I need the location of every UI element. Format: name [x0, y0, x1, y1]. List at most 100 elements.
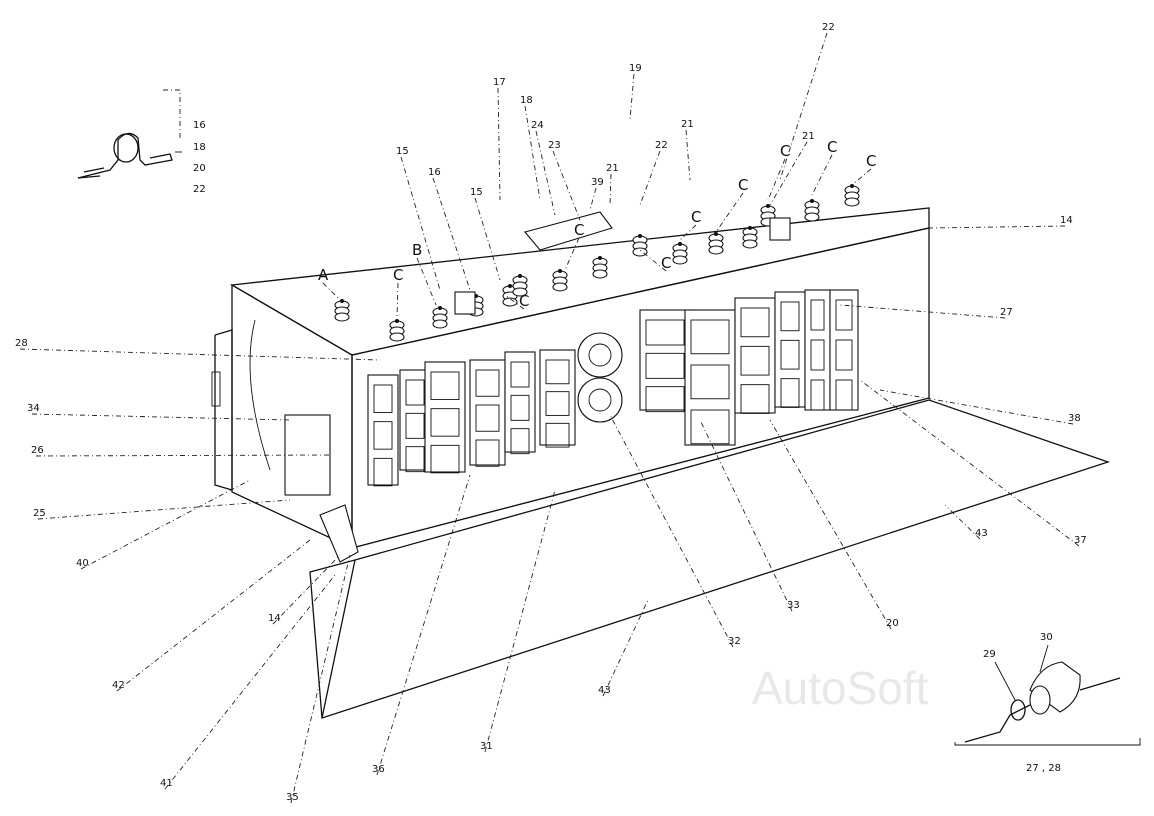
callout-label: 14 — [268, 613, 281, 624]
callout-label: C — [574, 221, 584, 239]
callout-label: 37 — [1074, 535, 1087, 546]
relay-module — [774, 291, 806, 408]
leader-line — [779, 32, 828, 181]
inset-label: 22 — [193, 184, 206, 195]
leader-line — [639, 150, 661, 206]
terminal-stud — [432, 306, 448, 329]
leader-line — [524, 105, 541, 201]
leader-line — [839, 304, 1006, 319]
watermark: AutoSoft — [752, 662, 929, 714]
leader-line — [715, 192, 744, 233]
leader-line — [879, 389, 1074, 425]
relay-module — [829, 289, 859, 411]
leader-line — [639, 249, 667, 272]
relay-module — [734, 297, 776, 414]
terminal-stud — [552, 269, 568, 292]
callout-label: 42 — [112, 680, 125, 691]
leader-line — [290, 554, 351, 804]
inset-connector: 29 30 27 , 28 — [954, 632, 1141, 774]
callout-label: 35 — [286, 792, 299, 803]
terminal-stud — [632, 234, 648, 257]
leader-line — [944, 504, 981, 540]
leader-line — [322, 282, 341, 301]
callout-label: 23 — [548, 140, 561, 151]
callout-label: C — [661, 254, 671, 272]
terminal-stud — [672, 242, 688, 265]
leader-line — [497, 87, 501, 201]
terminal-stud — [742, 226, 758, 249]
inset-label: 29 — [983, 649, 996, 660]
callout-label: 15 — [396, 146, 409, 157]
terminal-stud — [512, 274, 528, 297]
callout-label: 21 — [681, 119, 694, 130]
terminal-stud — [844, 184, 860, 207]
callout-label: 28 — [15, 338, 28, 349]
callout-label: 17 — [493, 77, 506, 88]
inset-label: 20 — [193, 163, 206, 174]
leader-line — [679, 224, 697, 241]
callout-label: C — [519, 292, 529, 310]
bracket — [524, 211, 613, 251]
leader-line — [416, 257, 437, 306]
inset-label: 16 — [193, 120, 206, 131]
callout-label: 41 — [160, 778, 173, 789]
leader-line — [474, 197, 501, 281]
leader-line — [552, 150, 581, 221]
callout-label: C — [827, 138, 837, 156]
relay-module — [539, 349, 576, 448]
callout-label: 34 — [27, 403, 40, 414]
leader-line — [80, 479, 251, 570]
relay-module — [424, 361, 466, 474]
leader-line — [116, 539, 311, 692]
leader-line — [589, 187, 597, 211]
leader-line — [767, 158, 786, 201]
callout-label: 40 — [76, 558, 89, 569]
leader-line — [602, 599, 649, 697]
callout-label: 27 — [1000, 307, 1013, 318]
callout-label: C — [691, 208, 701, 226]
wheel-component — [577, 332, 623, 378]
callout-label: 24 — [531, 120, 544, 131]
junction-block — [454, 291, 476, 315]
callout-label: 15 — [470, 187, 483, 198]
leader-line — [432, 177, 471, 291]
leader-line — [928, 225, 1066, 229]
leader-line — [37, 499, 291, 520]
callout-label: 14 — [1060, 215, 1073, 226]
leader-line — [164, 574, 336, 790]
lid-cover — [309, 399, 1111, 719]
leader-line — [535, 130, 556, 216]
leader-line — [699, 419, 793, 612]
leader-line — [396, 282, 399, 319]
leader-line — [272, 554, 341, 625]
leader-line — [769, 419, 892, 630]
leader-line — [851, 168, 872, 186]
callout-label: 43 — [975, 528, 988, 539]
callout-label: 31 — [480, 741, 493, 752]
callout-label: C — [393, 266, 403, 284]
callout-label: B — [412, 241, 422, 259]
leader-line — [504, 294, 525, 310]
inset-label: 30 — [1040, 632, 1053, 643]
callout-label: C — [866, 152, 876, 170]
callout-label: 16 — [428, 167, 441, 178]
inset-terminal-clip: 16 18 20 22 — [77, 89, 206, 195]
relay-module — [804, 289, 831, 411]
leader-line — [685, 129, 691, 181]
terminal-stud — [708, 232, 724, 255]
callout-label: 38 — [1068, 413, 1081, 424]
leader-line — [859, 379, 1080, 547]
terminal-stud — [389, 319, 405, 342]
callout-label: A — [318, 266, 329, 284]
inset-label: 18 — [193, 142, 206, 153]
relay-module — [684, 309, 736, 446]
callout-label: 39 — [591, 177, 604, 188]
callout-label: 19 — [629, 63, 642, 74]
wiring — [249, 319, 271, 471]
leader-line — [629, 73, 635, 121]
leader-line — [484, 489, 556, 753]
leader-line — [769, 141, 808, 206]
callout-label: 22 — [822, 22, 835, 33]
callout-label: 25 — [33, 508, 46, 519]
